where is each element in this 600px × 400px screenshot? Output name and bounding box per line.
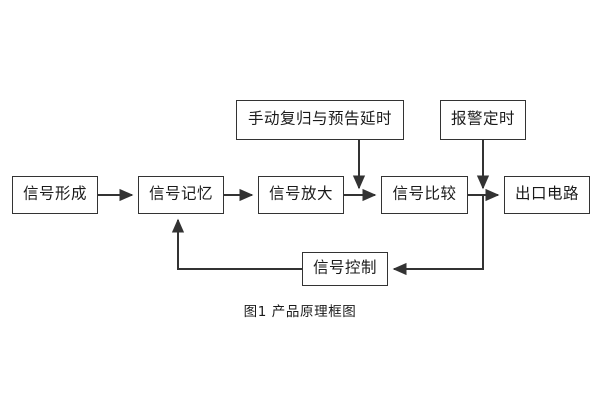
connector-control-to-memory (171, 218, 302, 270)
node-alarm-timer[interactable]: 报警定时 (440, 100, 526, 140)
node-label: 信号放大 (268, 184, 333, 203)
node-label: 出口电路 (514, 184, 579, 203)
figure-caption: 图1 产品原理框图 (243, 304, 357, 320)
node-label: 手动复归与预告延时 (247, 109, 392, 128)
node-manual-reset[interactable]: 手动复归与预告延时 (236, 100, 404, 140)
node-signal-control[interactable]: 信号控制 (302, 252, 388, 286)
node-label: 信号控制 (312, 258, 377, 277)
node-signal-compare[interactable]: 信号比较 (381, 176, 468, 214)
node-label: 信号比较 (392, 184, 457, 203)
connector-output-to-control (392, 195, 484, 276)
node-label: 信号形成 (22, 184, 87, 203)
node-output-circuit[interactable]: 出口电路 (504, 176, 590, 214)
node-label: 信号记忆 (148, 184, 213, 203)
node-signal-formation[interactable]: 信号形成 (12, 176, 98, 214)
node-signal-amplify[interactable]: 信号放大 (258, 176, 344, 214)
node-signal-memory[interactable]: 信号记忆 (138, 176, 224, 214)
node-label: 报警定时 (450, 109, 515, 128)
